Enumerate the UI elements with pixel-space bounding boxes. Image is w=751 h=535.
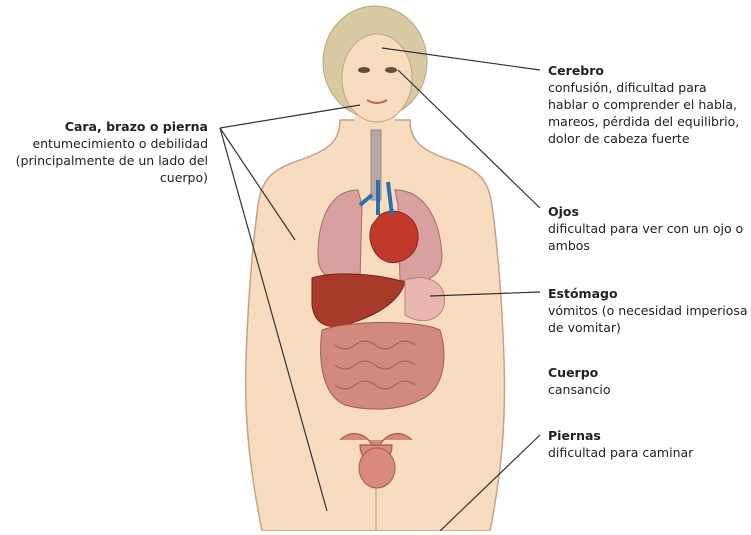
label-body-desc: cansancio [548, 381, 748, 398]
label-stomach-title: Estómago [548, 285, 748, 302]
label-brain: Cerebro confusión, dificultad para habla… [548, 62, 748, 147]
label-brain-title: Cerebro [548, 62, 748, 79]
label-eyes-desc: dificultad para ver con un ojo o ambos [548, 220, 748, 254]
label-legs-title: Piernas [548, 427, 748, 444]
label-body-title: Cuerpo [548, 364, 748, 381]
face [342, 34, 412, 122]
label-body: Cuerpo cansancio [548, 364, 748, 398]
label-face-title: Cara, brazo o pierna [8, 118, 208, 135]
right-eye [385, 67, 397, 73]
label-face-desc: entumecimiento o debilidad (principalmen… [8, 135, 208, 186]
stomach [405, 278, 445, 321]
heart [370, 211, 418, 263]
leader-line-face [220, 105, 360, 128]
left-eye [358, 67, 370, 73]
label-eyes: Ojos dificultad para ver con un ojo o am… [548, 203, 748, 254]
label-eyes-title: Ojos [548, 203, 748, 220]
label-legs-desc: dificultad para caminar [548, 444, 748, 461]
bladder [359, 448, 395, 488]
label-legs: Piernas dificultad para caminar [548, 427, 748, 461]
intestines [321, 323, 444, 410]
label-stomach-desc: vómitos (o necesidad imperiosa de vomita… [548, 302, 748, 336]
label-face-arm-leg: Cara, brazo o pierna entumecimiento o de… [8, 118, 208, 186]
label-stomach: Estómago vómitos (o necesidad imperiosa … [548, 285, 748, 336]
label-brain-desc: confusión, dificultad para hablar o comp… [548, 79, 748, 147]
